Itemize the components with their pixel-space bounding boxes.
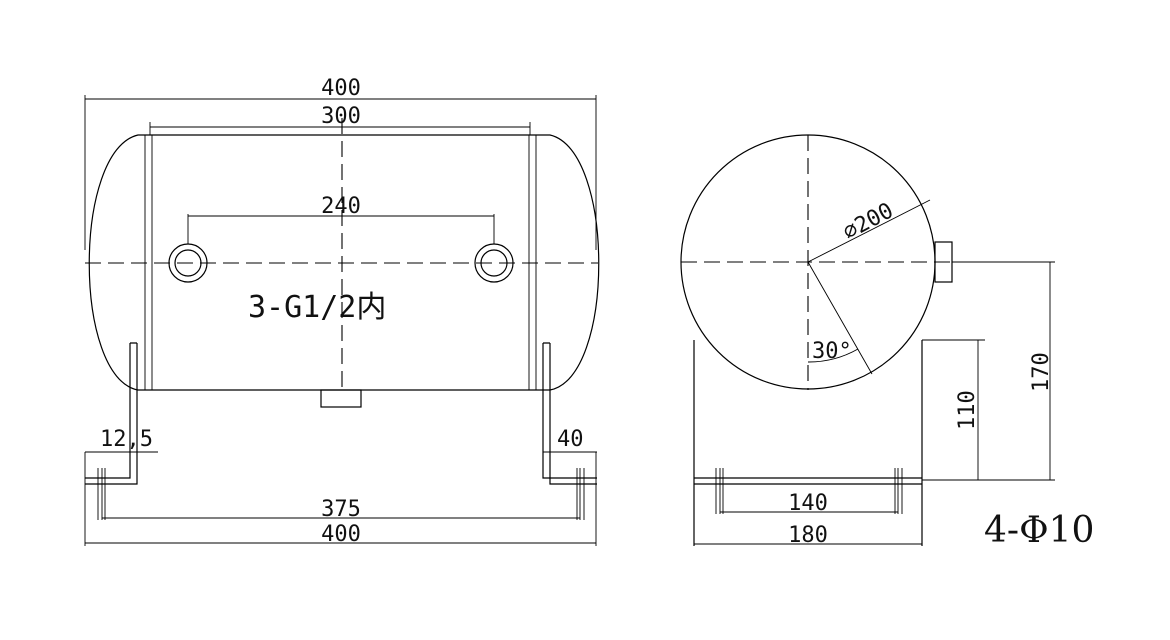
dim-foot-thickness: 12,5 — [100, 427, 153, 452]
dim-hole-spacing-front: 375 — [321, 497, 361, 522]
dim-shell-length: 300 — [321, 104, 361, 129]
dim-base-width: 180 — [788, 523, 828, 548]
dim-angle: 30° — [812, 339, 852, 364]
dim-support-height: 110 — [955, 390, 980, 430]
port-note: 3-G1/2内 — [248, 290, 386, 325]
hole-note: 4-Φ10 — [984, 510, 1094, 551]
dim-overall-length-bottom: 400 — [321, 522, 361, 547]
dim-hole-spacing-side: 140 — [788, 491, 828, 516]
dim-port-spacing: 240 — [321, 194, 361, 219]
bolt-holes-front — [97, 468, 585, 520]
left-support-foot — [85, 342, 138, 485]
dim-axis-height: 170 — [1029, 352, 1054, 392]
front-view: 400 300 240 3-G1/2内 12,5 40 375 400 — [84, 76, 600, 547]
support-saddle — [693, 340, 923, 546]
dim-diameter: ∅200 — [839, 198, 898, 245]
side-view: ∅200 30° 140 180 110 170 — [680, 134, 1055, 548]
dim-overall-length-top: 400 — [321, 76, 361, 101]
dim-foot-flange: 40 — [557, 427, 584, 452]
drain-boss — [320, 389, 362, 408]
port-right — [474, 243, 514, 283]
right-support-foot — [542, 342, 597, 485]
